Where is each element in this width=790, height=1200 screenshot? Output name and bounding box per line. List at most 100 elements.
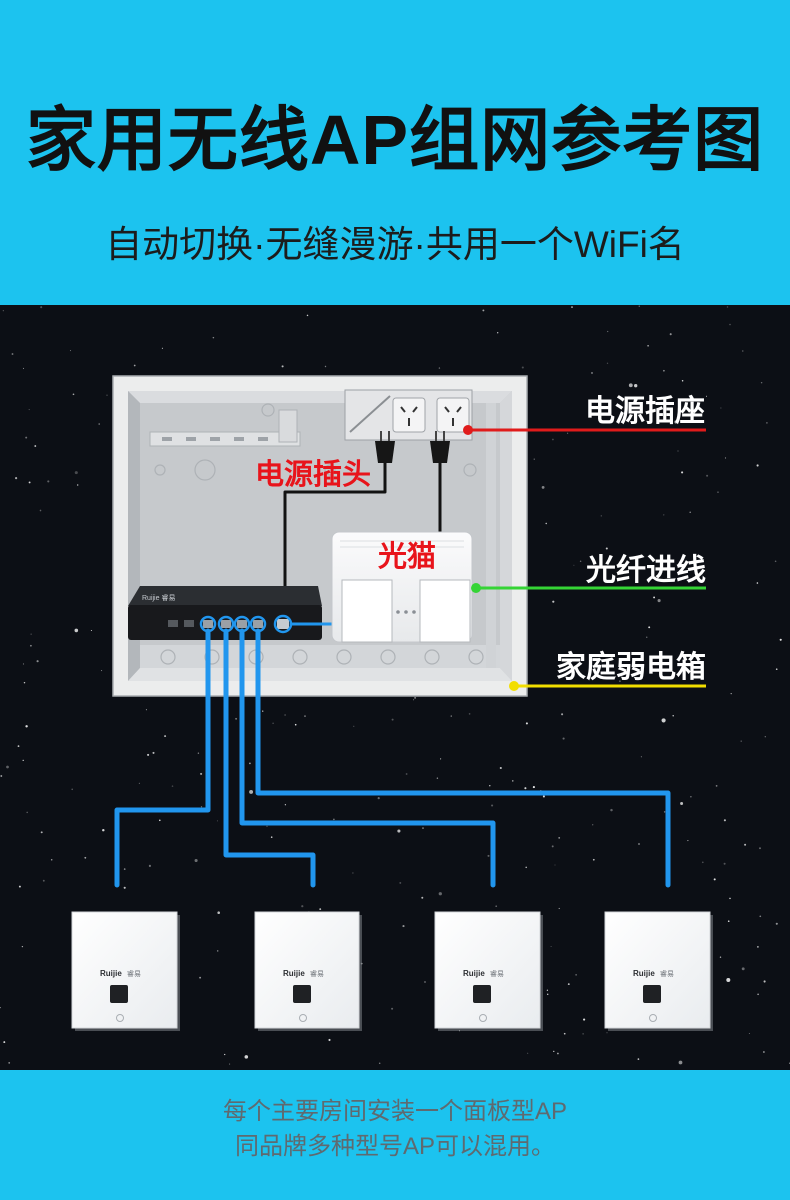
star: [217, 911, 220, 914]
star: [138, 782, 141, 785]
star: [573, 564, 575, 566]
callout-fiber-in: 光纤进线: [471, 554, 706, 593]
star: [680, 802, 684, 805]
modem-led-icon: [404, 610, 408, 614]
box-bottom-wall: [128, 668, 512, 681]
star: [677, 450, 679, 452]
star: [487, 854, 490, 857]
box-knockouts: [154, 403, 484, 665]
star: [647, 344, 649, 347]
star: [546, 989, 549, 991]
router-lan-port: [237, 620, 247, 628]
star: [763, 980, 766, 983]
star: [438, 892, 442, 896]
ap-panel-face: [254, 911, 360, 1029]
star: [36, 660, 39, 663]
page-title: 家用无线AP组网参考图: [25, 101, 765, 179]
ap-panel-brand-cn: 睿易: [127, 969, 141, 978]
star: [301, 905, 304, 908]
star: [47, 480, 50, 483]
box-right-wall: [500, 391, 512, 681]
star: [600, 515, 602, 517]
star: [525, 722, 528, 725]
star: [249, 789, 254, 794]
star: [42, 879, 45, 882]
star: [123, 868, 126, 870]
network-cable: [239, 628, 496, 888]
star: [541, 485, 545, 489]
modem-led-icon: [396, 610, 400, 614]
ap-panel-face: [71, 911, 178, 1029]
star: [270, 836, 273, 838]
star: [25, 436, 28, 439]
star: [200, 772, 203, 775]
page-subtitle: 自动切换·无缝漫游·共用一个WiFi名: [105, 224, 685, 265]
star: [757, 993, 759, 996]
star: [763, 1051, 765, 1053]
star: [610, 808, 613, 812]
star: [556, 1052, 559, 1055]
network-cable: [255, 628, 671, 888]
star: [552, 600, 555, 603]
star: [145, 709, 147, 711]
star: [672, 715, 674, 717]
star: [102, 828, 105, 832]
ap-panel-brand-cn: 睿易: [490, 969, 504, 978]
star: [726, 978, 731, 982]
star: [413, 699, 415, 701]
star: [648, 626, 651, 629]
star: [123, 886, 126, 889]
footer-line-2: 同品牌多种型号AP可以混用。: [234, 1133, 555, 1160]
star: [152, 751, 155, 754]
star: [640, 756, 642, 758]
star: [689, 511, 691, 513]
star: [525, 866, 527, 869]
star: [562, 737, 565, 740]
star: [756, 945, 759, 948]
star: [101, 670, 103, 672]
label-power-plug: 电源插头: [255, 458, 371, 491]
star: [748, 1032, 750, 1035]
header-band: 家用无线AP组网参考图 自动切换·无缝漫游·共用一个WiFi名: [0, 0, 790, 305]
network-cable: [114, 628, 211, 888]
star: [706, 395, 707, 397]
star: [553, 1050, 555, 1053]
star: [482, 309, 485, 312]
star: [542, 795, 545, 798]
star: [235, 717, 238, 720]
star: [402, 925, 405, 928]
star: [353, 725, 355, 727]
star: [39, 509, 42, 512]
star: [200, 806, 203, 808]
ap-panel-port: [473, 985, 491, 1003]
star: [638, 843, 640, 845]
star: [661, 718, 666, 723]
star: [450, 715, 452, 717]
star: [715, 785, 718, 787]
router: Ruijie 睿易: [128, 586, 322, 640]
star: [25, 725, 28, 728]
star: [681, 471, 684, 474]
star: [706, 474, 709, 477]
star: [159, 819, 161, 822]
star: [552, 438, 554, 441]
callout-dot: [463, 425, 473, 435]
star: [652, 576, 655, 579]
star: [554, 864, 556, 866]
star: [77, 484, 79, 486]
star: [147, 753, 150, 756]
star: [567, 983, 570, 986]
star: [21, 945, 24, 948]
star: [628, 383, 633, 388]
power-socket-outlet: [392, 397, 426, 433]
star: [717, 491, 719, 493]
star: [352, 872, 354, 874]
box-knockout-strip: [140, 645, 500, 668]
star: [551, 845, 554, 848]
star: [561, 713, 564, 716]
star: [489, 785, 491, 787]
star: [98, 423, 100, 425]
ap-panel: Ruijie 睿易: [604, 911, 713, 1031]
star: [272, 722, 274, 724]
star: [229, 1063, 231, 1065]
